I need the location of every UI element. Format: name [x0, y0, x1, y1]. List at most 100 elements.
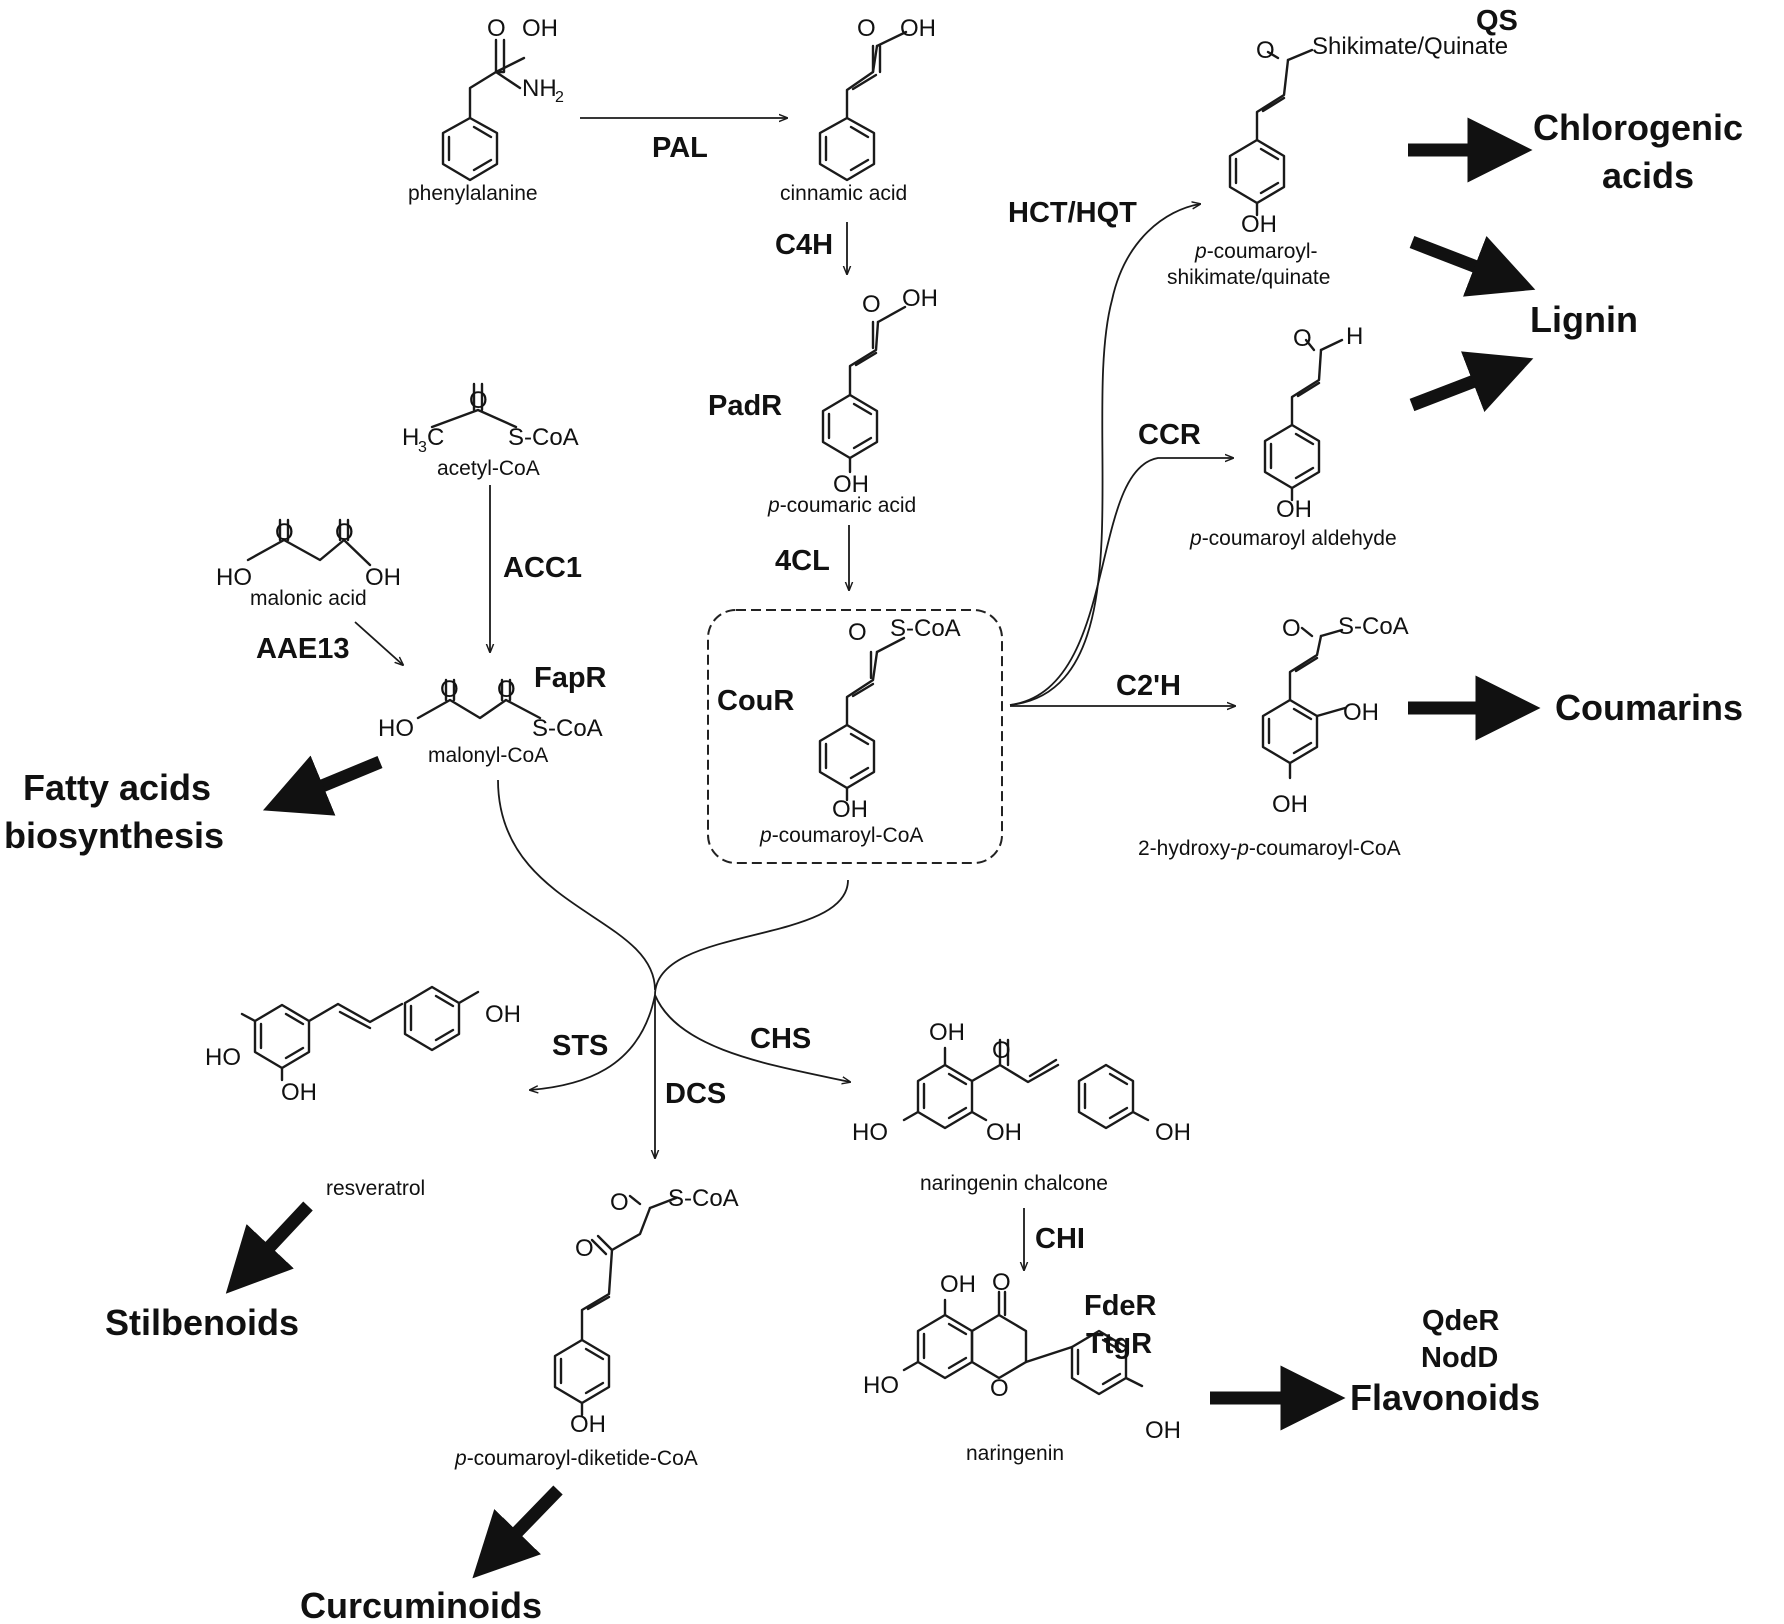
label-coumaroyl-coa: p-coumaroyl-CoA [759, 824, 923, 847]
atom-ho: HO [205, 1044, 241, 1071]
label-aldehyde: p-coumaroyl aldehyde [1189, 527, 1397, 550]
atom-oh: OH [1241, 211, 1277, 238]
atom-o: O [335, 519, 354, 546]
resveratrol-structure [240, 985, 480, 1082]
arrow-malonyl-merge [497, 779, 656, 991]
label-shikimate-2: shikimate/quinate [1167, 266, 1330, 289]
atom-o: O [487, 15, 506, 42]
enzyme-chs: CHS [750, 1023, 811, 1055]
atom-ho: HO [378, 715, 414, 742]
arrow-ccr [1009, 458, 1233, 706]
fat-arrow-stilbenoids [225, 1201, 313, 1294]
enzyme-ccr: CCR [1138, 419, 1201, 451]
atom-h: H [402, 424, 419, 451]
atom-o: O [990, 1375, 1009, 1402]
label-coumaric-acid: p-coumaric acid [767, 494, 916, 517]
atom-o: O [469, 387, 488, 414]
p-prefix: p [767, 494, 780, 517]
arrow-chs [654, 994, 850, 1082]
regulator-qs: QS [1476, 5, 1518, 37]
atom-oh: OH [929, 1019, 965, 1046]
product-fatty-line1: Fatty acids [23, 767, 211, 808]
atom-o: O [848, 619, 867, 646]
enzyme-chi: CHI [1035, 1223, 1085, 1255]
atom-o: O [992, 1269, 1011, 1296]
atom-ho: HO [852, 1119, 888, 1146]
atom-o: O [1256, 37, 1275, 64]
label-acetyl-coa: acetyl-CoA [437, 457, 540, 480]
atom-o: O [610, 1189, 629, 1216]
coumaric-acid-structure [821, 305, 907, 474]
diketide-structure [553, 1194, 678, 1417]
atom-o: O [862, 291, 881, 318]
aldehyde-structure [1263, 338, 1344, 502]
malonic-acid-structure [246, 518, 372, 567]
atom-scoa: S-CoA [532, 715, 603, 742]
atom-o: O [1282, 615, 1301, 642]
enzyme-acc1: ACC1 [503, 552, 582, 584]
label-diketide: p-coumaroyl-diketide-CoA [454, 1447, 698, 1470]
product-flavonoids: Flavonoids [1350, 1377, 1540, 1418]
malonyl-coa-structure [416, 678, 542, 720]
atom-oh: OH [485, 1001, 521, 1028]
atom-scoa: S-CoA [508, 424, 579, 451]
coumaroyl-coa-box [707, 609, 1003, 864]
atom-oh: OH [940, 1271, 976, 1298]
product-coumarins: Coumarins [1555, 687, 1743, 728]
coumaroyl-coa-structure [818, 636, 906, 802]
atom-o: O [440, 676, 459, 703]
atom-ho: HO [863, 1372, 899, 1399]
atom-o: O [575, 1235, 594, 1262]
atom-c: C [427, 424, 444, 451]
regulator-qder: QdeR [1422, 1305, 1499, 1337]
atom-oh: OH [902, 285, 938, 312]
atom-shikimate: Shikimate/Quinate [1312, 33, 1508, 60]
atom-o: O [275, 519, 294, 546]
atom-sub-3: 3 [418, 439, 427, 456]
atom-scoa: S-CoA [1338, 613, 1409, 640]
atom-sub-2: 2 [555, 89, 564, 106]
enzyme-dcs: DCS [665, 1078, 726, 1110]
naringenin-structure [902, 1290, 1144, 1396]
arrow-aae13 [354, 621, 403, 665]
fat-arrow-fatty [262, 755, 383, 816]
arrow-sts [530, 994, 656, 1090]
cinnamic-acid-structure [818, 30, 908, 182]
product-fatty-line2: biosynthesis [4, 815, 224, 856]
atom-oh: OH [986, 1119, 1022, 1146]
atom-ho: HO [216, 564, 252, 591]
phenylalanine-structure [441, 38, 526, 182]
atom-oh: OH [1145, 1417, 1181, 1444]
atom-o: O [497, 676, 516, 703]
product-chlorogenic-line1: Chlorogenic [1533, 107, 1743, 148]
label-malonyl-coa: malonyl-CoA [428, 744, 548, 767]
atom-o: O [1293, 325, 1312, 352]
atom-oh: OH [281, 1079, 317, 1106]
atom-oh: OH [900, 15, 936, 42]
hydroxy-coumaroyl-structure [1261, 626, 1347, 780]
fat-arrow-lignin-1 [1409, 235, 1536, 297]
fat-arrow-curcuminoids [472, 1485, 563, 1579]
atom-scoa: S-CoA [890, 615, 961, 642]
label-cinnamic-acid: cinnamic acid [780, 182, 907, 205]
atom-oh: OH [832, 796, 868, 823]
atom-oh: OH [1272, 791, 1308, 818]
enzyme-pal: PAL [652, 132, 708, 164]
atom-o: O [992, 1037, 1011, 1064]
enzyme-c4h: C4H [775, 229, 833, 261]
fat-arrow-lignin-2 [1409, 351, 1534, 413]
regulator-nodd: NodD [1421, 1342, 1498, 1374]
reaction-arrows [354, 118, 1235, 1270]
atom-oh: OH [833, 471, 869, 498]
label-resveratrol: resveratrol [326, 1177, 425, 1200]
enzyme-sts: STS [552, 1030, 608, 1062]
atom-oh: OH [1343, 699, 1379, 726]
enzyme-aae13: AAE13 [256, 633, 350, 665]
atom-oh: OH [522, 15, 558, 42]
atom-scoa: S-CoA [668, 1185, 739, 1212]
label-malonic-acid: malonic acid [250, 587, 367, 610]
label-phenylalanine: phenylalanine [408, 182, 538, 205]
product-lignin: Lignin [1530, 299, 1638, 340]
enzyme-4cl: 4CL [775, 545, 830, 577]
